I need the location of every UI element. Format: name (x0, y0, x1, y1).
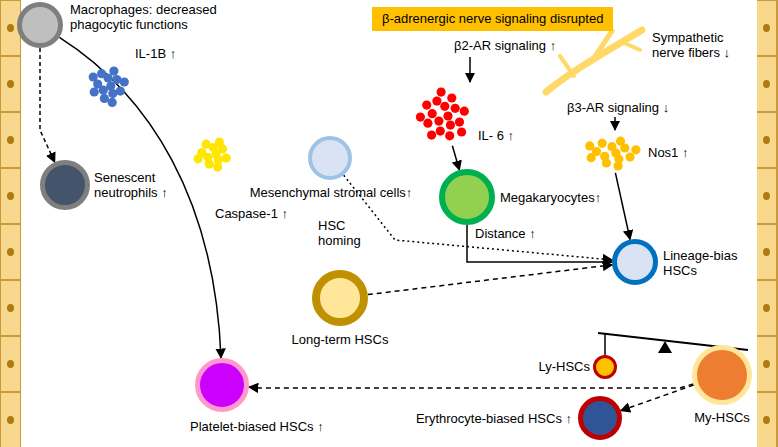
hsc-cell: Erythrocyte-biased HSCs ↑ (578, 396, 622, 440)
edge-label: Distance ↑ (473, 226, 538, 241)
dot-cluster (415, 85, 473, 147)
sympathetic-nerve (546, 30, 642, 92)
cell-label: Mesenchymal stromal cells↑ (245, 185, 417, 200)
signal-arrow (614, 117, 616, 130)
cell-label: Caspase-1 ↑ (215, 206, 288, 221)
hsc-cell: My-HSCs (692, 345, 752, 405)
macrophage-cell: Macrophages: decreased phagocytic functi… (17, 2, 63, 48)
cytokine-dots: IL- 6 ↑ (415, 85, 473, 147)
edge-label: HSC homing (316, 218, 370, 248)
cell-label: IL-1B ↑ (135, 46, 176, 61)
connector-arrow (467, 225, 612, 262)
connector-arrow (249, 384, 693, 388)
cell-label: Platelet-biased HSCs ↑ (190, 419, 324, 434)
cell-label: Long-term HSCs (280, 332, 400, 347)
cell-label: Senescent neutrophils ↑ (94, 170, 178, 200)
cell-label: Megakaryocytes↑ (500, 190, 601, 205)
cell-label: Ly-HSCs (520, 359, 590, 374)
cell-label: Nos1 ↑ (648, 145, 688, 160)
dot-cluster (580, 133, 642, 173)
connector-arrow (40, 48, 55, 162)
connector-arrow (615, 173, 630, 240)
annotation-label: β2-AR signaling ↑ (452, 38, 558, 53)
dot-cluster (85, 62, 130, 110)
marrow-wall-right (757, 0, 778, 447)
cell-label: My-HSCs (690, 410, 754, 425)
connector-arrow (621, 385, 694, 411)
band-heading: β-adrenergic nerve signaling disrupted (382, 11, 603, 27)
cell-label: IL- 6 ↑ (478, 128, 514, 143)
annotation-label: Sympathetic nerve fibers ↓ (650, 30, 754, 60)
cell-label: Macrophages: decreased phagocytic functi… (70, 2, 222, 32)
connector-arrow (368, 265, 612, 295)
header-band: β-adrenergic nerve signaling disrupted (372, 7, 613, 31)
cell-label: Lineage-bias HSCs (663, 248, 745, 278)
annotation-label: β3-AR signaling ↓ (565, 100, 671, 115)
marrow-wall-left (0, 0, 21, 447)
nos1-dots: Nos1 ↑ (580, 133, 642, 173)
hsc-cell: Lineage-bias HSCs (612, 239, 658, 285)
hsc-cell: Platelet-biased HSCs ↑ (195, 358, 249, 412)
connector-arrow (452, 146, 459, 170)
caspase-dots: Caspase-1 ↑ (190, 135, 235, 173)
cytokine-dots: IL-1B ↑ (85, 62, 130, 110)
stromal-cell: Mesenchymal stromal cells↑ (308, 136, 352, 180)
dot-cluster (190, 135, 235, 173)
hsc-cell: Ly-HSCs (593, 355, 617, 379)
neutrophil-cell: Senescent neutrophils ↑ (40, 160, 90, 210)
cell-label: Erythrocyte-biased HSCs ↑ (372, 411, 572, 426)
signal-arrow (469, 57, 471, 82)
megakaryocyte-cell: Megakaryocytes↑ (439, 169, 495, 225)
hsc-cell: Long-term HSCs (312, 270, 368, 326)
